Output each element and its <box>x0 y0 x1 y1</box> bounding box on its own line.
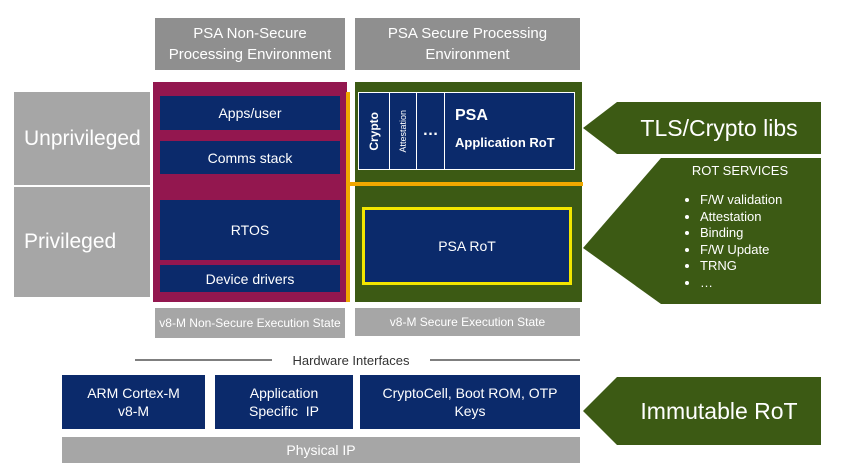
tls-callout: TLS/Crypto libs <box>617 102 821 154</box>
cryptocell-line1: CryptoCell, Boot ROM, OTP <box>382 385 558 401</box>
app-ip-line1: Application <box>249 385 319 401</box>
tls-callout-arrow <box>583 102 821 154</box>
non-secure-exec-state-label: v8-M Non-Secure Execution State <box>159 316 341 330</box>
device-drivers-label: Device drivers <box>205 270 295 287</box>
unprivileged-label: Unprivileged <box>14 92 150 185</box>
apps-user-box: Apps/user <box>160 96 340 130</box>
immutable-callout: Immutable RoT <box>617 377 821 445</box>
comms-stack-box: Comms stack <box>160 141 340 174</box>
immutable-callout-shape <box>583 377 821 445</box>
psa-label: PSA <box>455 107 488 124</box>
rot-services-shape <box>583 158 821 304</box>
cryptocell-box: CryptoCell, Boot ROM, OTP Keys <box>360 375 580 429</box>
rot-service-item: Attestation <box>700 209 820 226</box>
app-rot-label: Application RoT <box>455 135 555 150</box>
psa-rot-label: PSA RoT <box>438 238 496 254</box>
application-ip-box: Application Specific IP <box>215 375 353 429</box>
app-ip-line2: Specific IP <box>248 403 320 419</box>
physical-ip-bar: Physical IP <box>62 437 580 463</box>
device-drivers-box: Device drivers <box>160 265 340 292</box>
rot-service-item: F/W validation <box>700 192 820 209</box>
cortex-line2: v8-M <box>117 403 150 419</box>
immutable-callout-arrow <box>583 377 821 445</box>
tls-callout-label: TLS/Crypto libs <box>640 114 798 141</box>
unprivileged-text: Unprivileged <box>24 126 141 150</box>
secure-env-header: PSA Secure Processing Environment <box>355 18 580 70</box>
immutable-callout-label: Immutable RoT <box>640 397 798 424</box>
rot-services-arrow <box>583 158 821 304</box>
hardware-interfaces-label: Hardware Interfaces <box>272 350 430 370</box>
ellipsis-label: … <box>422 122 439 139</box>
rot-services-title: ROT SERVICES <box>691 163 789 178</box>
secure-boundary-divider <box>346 92 350 302</box>
secure-env-header-label: PSA Secure Processing Environment <box>387 25 548 63</box>
secure-exec-state-label: v8-M Secure Execution State <box>389 315 546 329</box>
cortex-line1: ARM Cortex-M <box>87 385 180 401</box>
rot-service-item: F/W Update <box>700 242 820 259</box>
rot-services-panel: ROT SERVICES F/W validation Attestation … <box>660 160 820 302</box>
attestation-box: Attestation <box>390 93 416 169</box>
attestation-label: Attestation <box>398 109 408 153</box>
rtos-box: RTOS <box>160 200 340 260</box>
tls-callout-shape <box>583 102 821 154</box>
rot-service-item: TRNG <box>700 258 820 275</box>
non-secure-env-header: PSA Non-Secure Processing Environment <box>155 18 345 70</box>
rot-service-item: Binding <box>700 225 820 242</box>
rot-services-list: F/W validation Attestation Binding F/W U… <box>660 192 820 292</box>
non-secure-exec-state: v8-M Non-Secure Execution State <box>155 308 345 338</box>
hardware-interfaces-text: Hardware Interfaces <box>292 352 410 368</box>
crypto-label: Crypto <box>367 111 381 151</box>
privileged-label: Privileged <box>14 187 150 297</box>
apps-user-label: Apps/user <box>218 105 282 121</box>
crypto-box: Crypto <box>359 93 389 169</box>
psa-rot-box: PSA RoT <box>362 207 572 285</box>
physical-ip-label: Physical IP <box>286 442 356 458</box>
secure-exec-state: v8-M Secure Execution State <box>355 308 580 336</box>
non-secure-env-header-label: PSA Non-Secure Processing Environment <box>168 25 332 63</box>
rot-service-item: … <box>700 275 820 292</box>
comms-stack-label: Comms stack <box>207 149 293 166</box>
psa-app-rot-box: PSA Application RoT <box>445 93 574 169</box>
more-services-box: … <box>417 93 444 169</box>
privilege-boundary-divider <box>347 182 583 186</box>
privileged-text: Privileged <box>24 230 117 253</box>
cryptocell-line2: Keys <box>454 403 486 419</box>
arm-cortex-box: ARM Cortex-M v8-M <box>62 375 205 429</box>
rtos-label: RTOS <box>230 222 270 238</box>
